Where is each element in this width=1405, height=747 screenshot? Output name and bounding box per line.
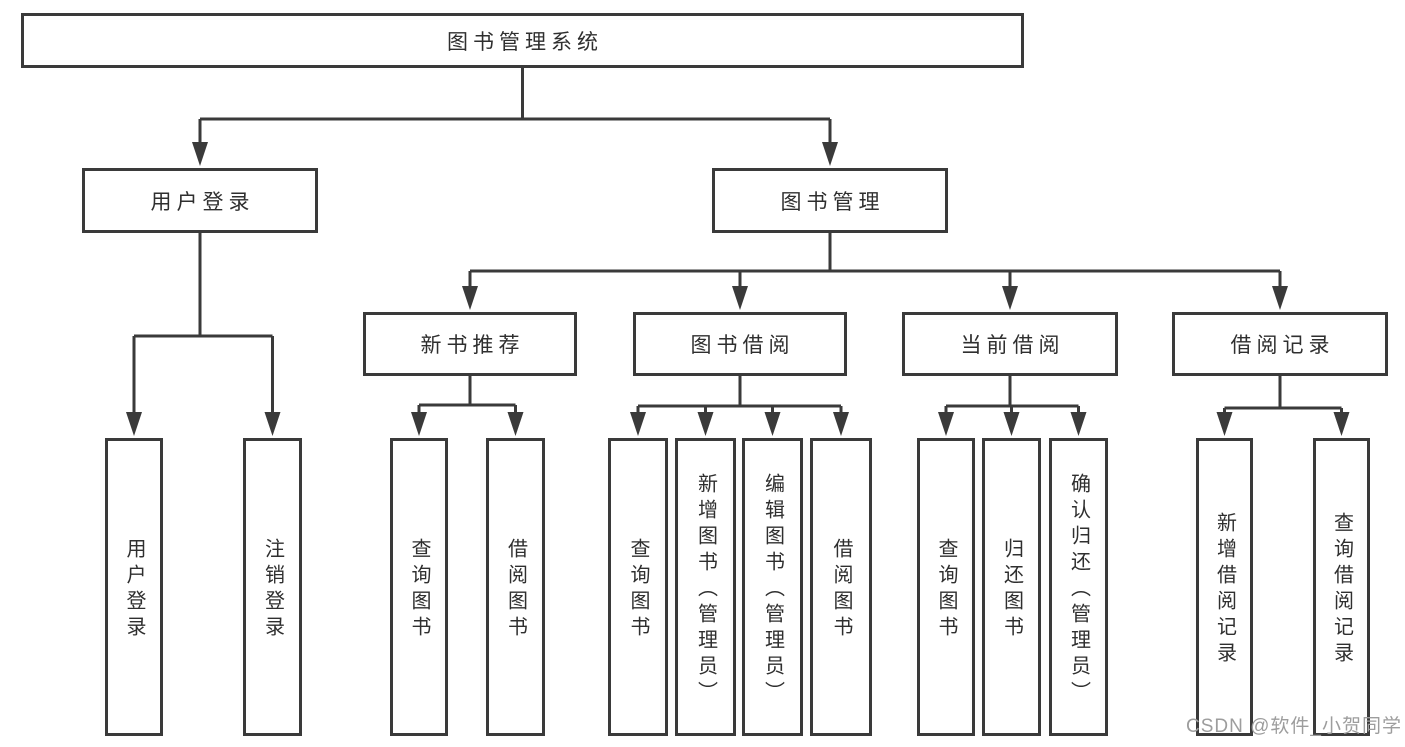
node-new-book-recommend: 新书推荐 [363,312,577,376]
node-book-borrowing-label: 图书借阅 [690,334,795,357]
node-leaf-add-book-admin: 新增图书（管理员） [675,438,736,736]
node-current-borrowing-label: 当前借阅 [960,334,1065,357]
node-leaf-user-login-label: 用户登录 [123,538,145,642]
node-leaf-query-books-borrow: 查询图书 [608,438,668,736]
connector-current-borrow [944,376,1080,416]
arrowhead [1272,286,1288,310]
node-leaf-query-books-rec-label: 查询图书 [408,538,430,642]
arrowhead [697,412,714,436]
node-leaf-logout: 注销登录 [243,438,302,736]
node-borrow-records: 借阅记录 [1172,312,1388,376]
arrowhead [1333,412,1350,436]
arrowhead [1216,412,1233,436]
node-leaf-borrow-books-borrow-label: 借阅图书 [830,538,852,642]
node-leaf-query-books-rec: 查询图书 [390,438,448,736]
node-book-borrowing: 图书借阅 [633,312,847,376]
arrowhead [764,412,781,436]
node-leaf-query-books-current-label: 查询图书 [935,538,957,642]
node-leaf-borrow-books-borrow: 借阅图书 [810,438,872,736]
node-borrow-records-label: 借阅记录 [1230,334,1335,357]
node-leaf-query-books-borrow-label: 查询图书 [627,538,649,642]
node-new-book-recommend-label: 新书推荐 [420,334,525,357]
connector-book-mgmt [468,233,1282,291]
node-leaf-confirm-return-admin: 确认归还（管理员） [1049,438,1108,736]
connector-root [198,68,832,147]
arrowhead [938,412,954,436]
arrowhead [732,286,748,310]
node-leaf-query-books-current: 查询图书 [917,438,975,736]
arrowhead [507,412,524,436]
node-leaf-edit-book-admin-label: 编辑图书（管理员） [761,473,784,707]
node-library-system: 图书管理系统 [21,13,1024,68]
node-leaf-return-book: 归还图书 [982,438,1041,736]
arrowhead [833,412,849,436]
arrowhead [822,142,838,166]
node-leaf-add-book-admin-label: 新增图书（管理员） [694,473,717,707]
node-leaf-add-borrow-record-label: 新增借阅记录 [1213,512,1236,668]
arrowhead [462,286,478,310]
arrowhead [1003,412,1020,436]
node-leaf-add-borrow-record: 新增借阅记录 [1196,438,1253,736]
node-leaf-edit-book-admin: 编辑图书（管理员） [742,438,803,736]
connector-new-book-rec [417,376,517,416]
connector-borrow-records [1223,376,1343,416]
node-leaf-borrow-books-rec: 借阅图书 [486,438,545,736]
node-leaf-confirm-return-admin-label: 确认归还（管理员） [1067,473,1090,707]
node-leaf-borrow-books-rec-label: 借阅图书 [504,538,527,642]
node-book-management: 图书管理 [712,168,948,233]
arrowhead [1070,412,1087,436]
node-leaf-logout-label: 注销登录 [261,538,284,642]
node-leaf-query-borrow-record-label: 查询借阅记录 [1330,512,1353,668]
node-library-system-label: 图书管理系统 [447,30,603,54]
arrowhead [1002,286,1018,310]
arrowhead [126,412,142,436]
node-leaf-query-borrow-record: 查询借阅记录 [1313,438,1370,736]
arrowhead [411,412,427,436]
node-user-login: 用户登录 [82,168,318,233]
node-leaf-user-login: 用户登录 [105,438,163,736]
node-leaf-return-book-label: 归还图书 [1000,538,1023,642]
node-user-login-label: 用户登录 [150,190,255,214]
connector-book-borrow [636,376,843,416]
node-book-management-label: 图书管理 [780,190,885,214]
arrowhead [264,412,281,436]
node-current-borrowing: 当前借阅 [902,312,1118,376]
arrowhead [192,142,208,166]
arrowhead [630,412,646,436]
csdn-watermark: CSDN @软件_小贺同学 [1186,716,1402,737]
connector-user-login [132,233,274,416]
